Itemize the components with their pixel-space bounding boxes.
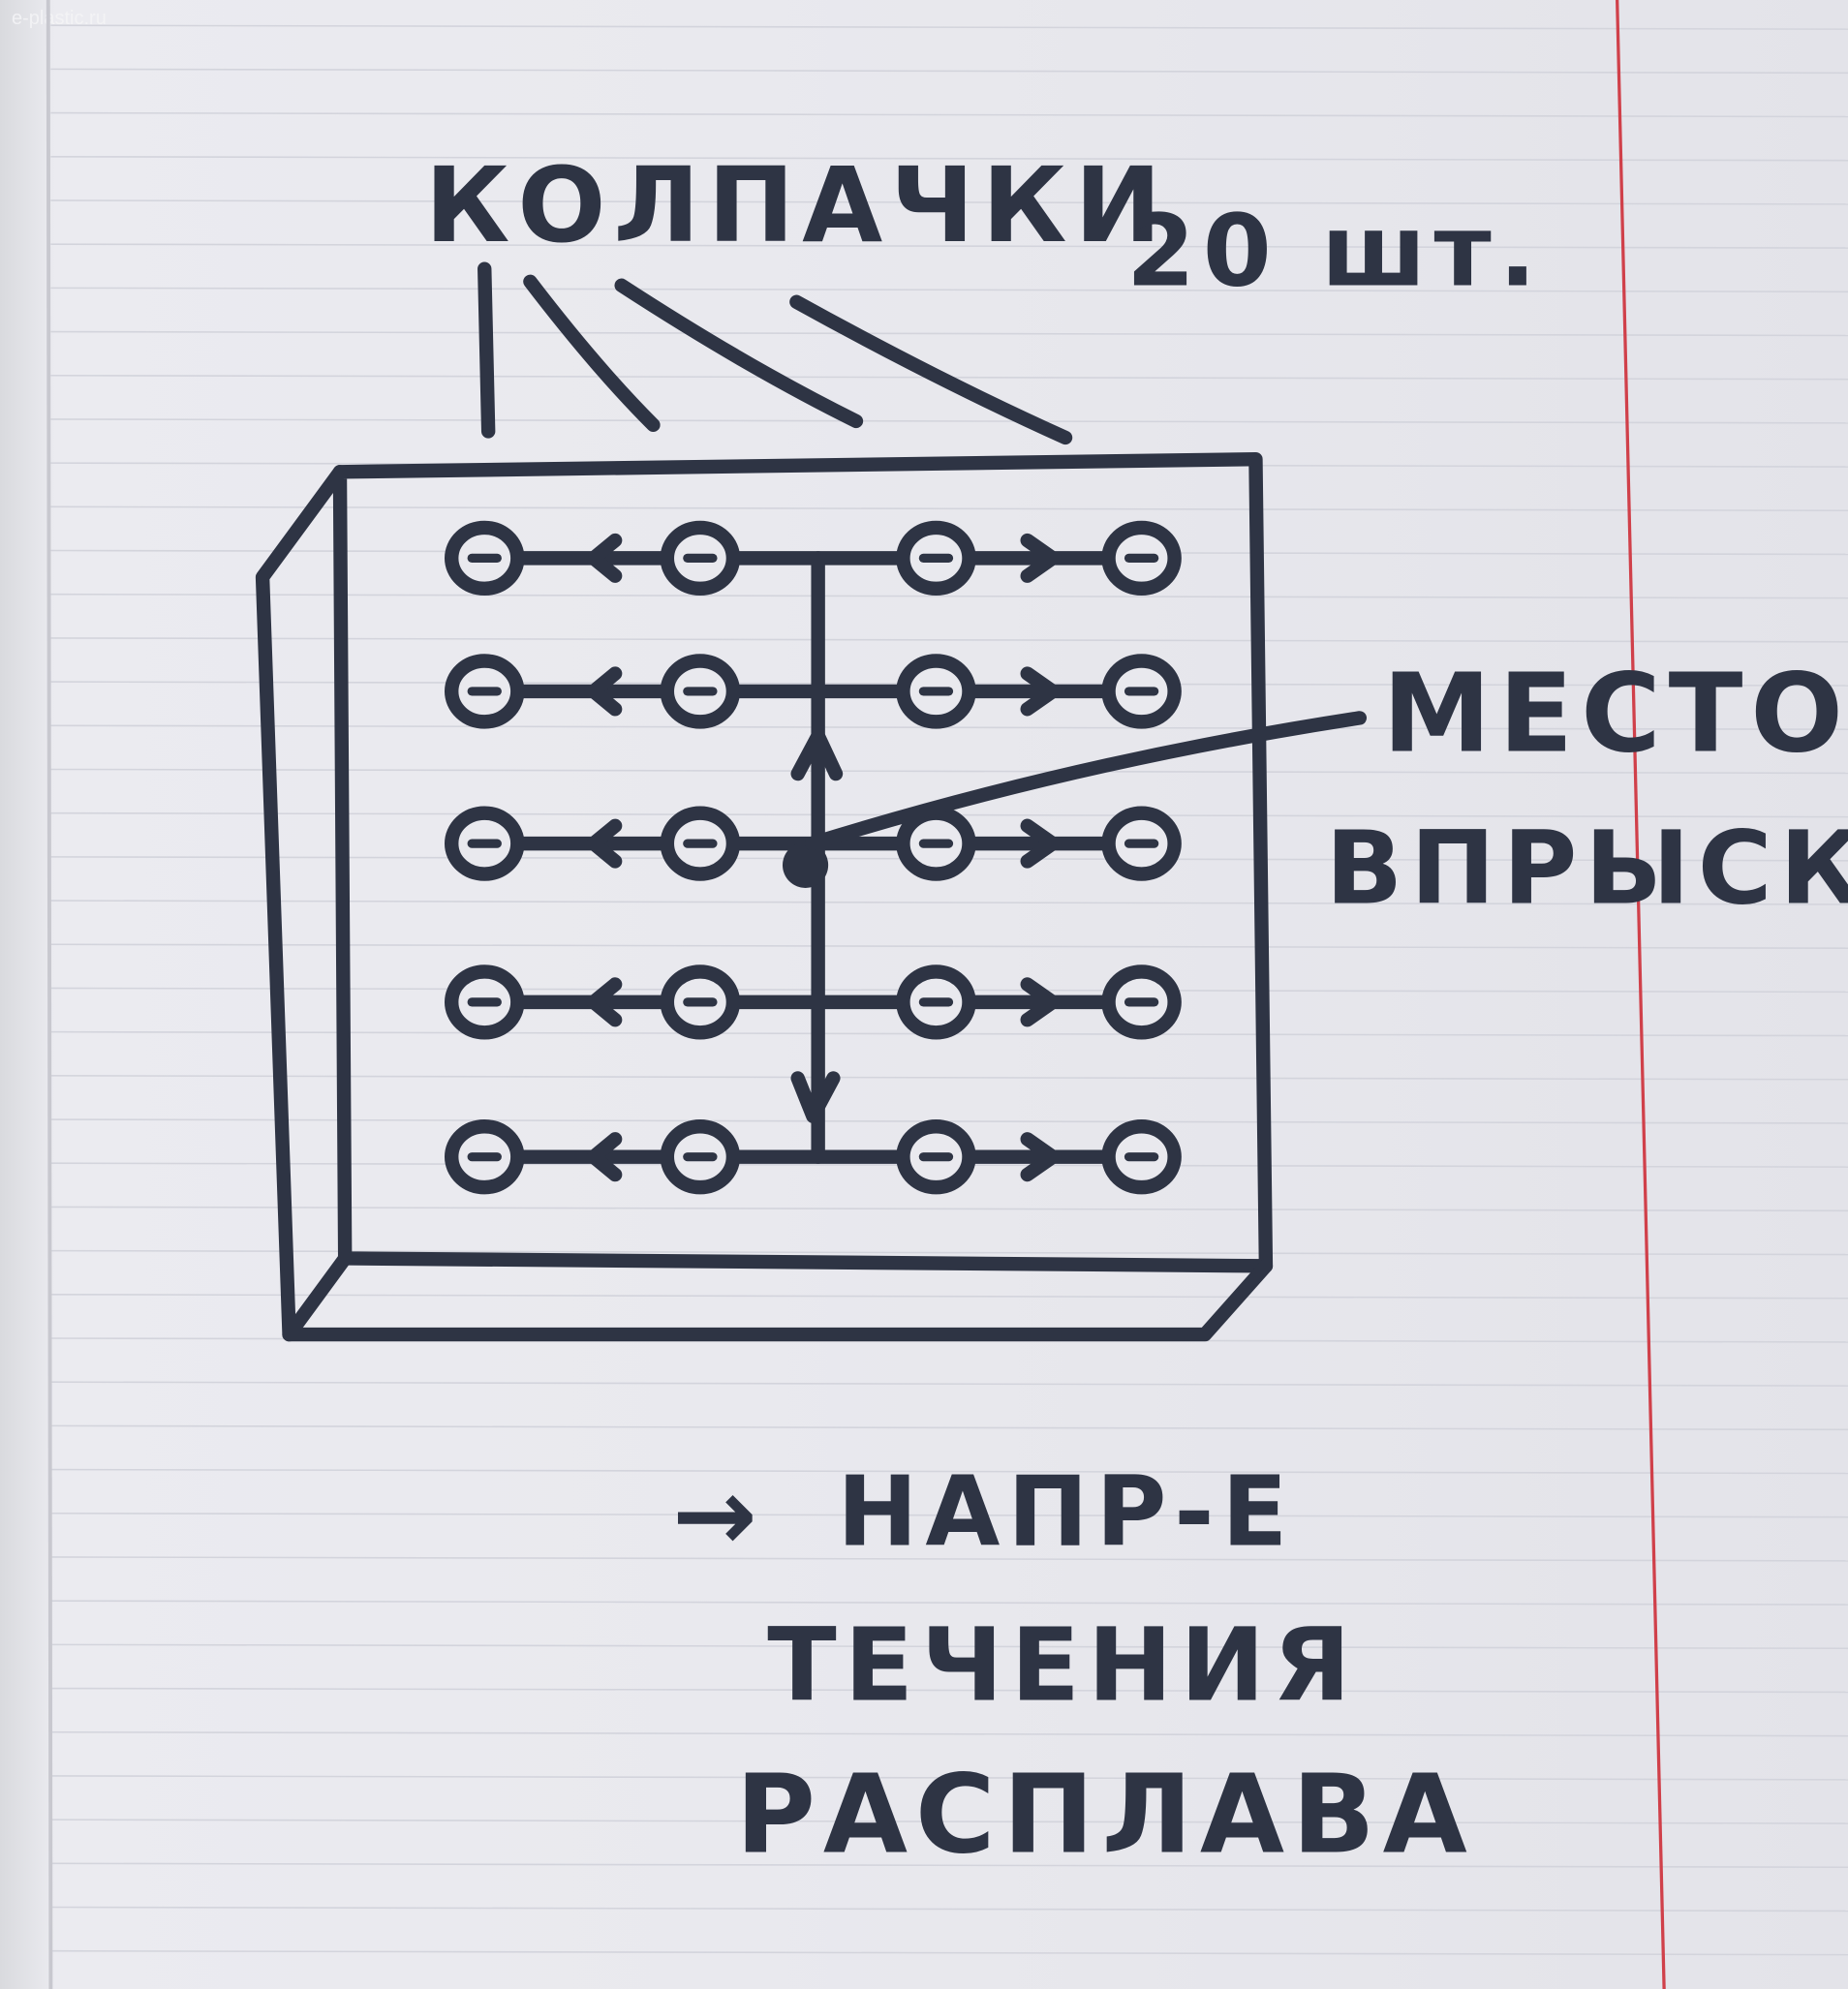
flow-arrow-left (586, 818, 623, 869)
ruled-line (50, 1424, 1848, 1431)
flow-arrow-right (1020, 1132, 1061, 1182)
ruled-line (50, 1862, 1848, 1869)
legend-line2: ТЕЧЕНИЯ (767, 1606, 1358, 1724)
ruled-line (50, 1075, 1848, 1081)
ruled-line (50, 943, 1848, 949)
ruled-line (50, 1775, 1848, 1781)
ruled-line (50, 1206, 1848, 1212)
injection-label-line1: МЕСТО (1382, 649, 1848, 777)
ruled-line (50, 1730, 1848, 1737)
flow-arrow-left (586, 533, 623, 583)
caps-label: КОЛПАЧКИ (425, 145, 1169, 266)
flow-arrow-right (1020, 818, 1061, 869)
ruled-line (50, 287, 1848, 293)
ruled-line (50, 1819, 1848, 1824)
flow-arrow-up (790, 728, 844, 781)
flow-arrow-left (586, 666, 623, 717)
flow-arrow-down (790, 1071, 841, 1123)
ruled-line (50, 330, 1848, 337)
margin-line (1616, 0, 1666, 1989)
caps-leader-lines (477, 261, 1073, 445)
ruled-line (50, 1949, 1848, 1956)
flow-arrow-left (586, 977, 623, 1027)
ruled-line (50, 243, 1848, 249)
injection-point (782, 842, 829, 888)
flow-arrow-right (1020, 533, 1061, 583)
ruled-line (50, 24, 1848, 30)
ruled-line (50, 724, 1848, 731)
ruled-line (50, 900, 1848, 905)
runner-system (444, 520, 1182, 1195)
ruled-line (50, 1294, 1848, 1300)
ruled-line (50, 1468, 1848, 1475)
ruled-line (50, 1381, 1848, 1387)
legend-arrow: → (672, 1456, 765, 1575)
flow-arrow-right (1020, 977, 1061, 1027)
ruled-line (50, 1556, 1848, 1562)
watermark: e-plastic.ru (12, 8, 107, 29)
count-label: 20 шт. (1126, 195, 1544, 310)
injection-leader-line (804, 711, 1368, 851)
ruled-line (50, 155, 1848, 162)
ruled-line (50, 1643, 1848, 1650)
ruled-lines (50, 24, 1848, 1956)
ruled-line (50, 593, 1848, 599)
mold-plate (255, 451, 1274, 1342)
ruled-line (50, 199, 1848, 205)
ruled-line (50, 111, 1848, 118)
ruled-line (50, 1906, 1848, 1912)
ruled-line (50, 1687, 1848, 1694)
legend-line1: НАПР-Е (837, 1457, 1295, 1569)
flow-arrow-right (1020, 666, 1061, 717)
ruled-line (50, 1249, 1848, 1256)
ruled-line (50, 68, 1848, 75)
ruled-line (50, 1512, 1848, 1518)
ruled-line (50, 1600, 1848, 1606)
page-fold (46, 0, 53, 1989)
legend-line3: РАСПЛАВА (736, 1751, 1475, 1879)
ruled-line (50, 637, 1848, 643)
ruled-line (50, 505, 1848, 512)
ruled-line (50, 768, 1848, 775)
injection-label-line2: ВПРЫСКА (1325, 810, 1848, 928)
ruled-line (50, 418, 1848, 424)
flow-arrow-left (586, 1132, 623, 1182)
